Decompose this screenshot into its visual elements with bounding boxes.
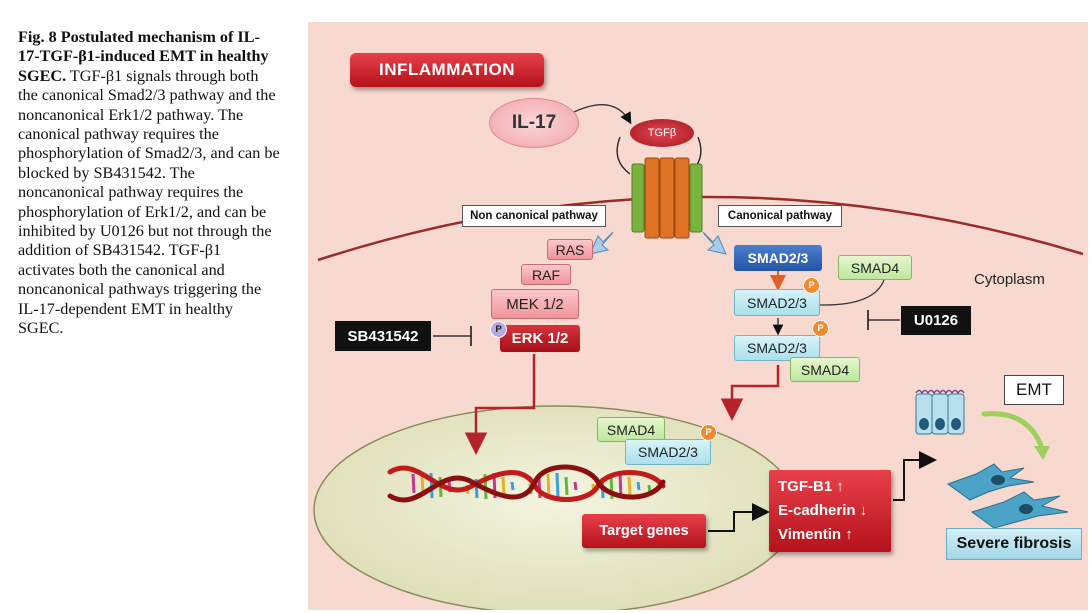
arrow-to-canonical — [702, 231, 727, 255]
smad23-nucleus-phospho-marker: P — [700, 424, 717, 441]
raf-box: RAF — [521, 264, 571, 285]
il17-ligand: IL-17 — [489, 98, 579, 148]
receptor-green-right — [689, 163, 703, 233]
ligand-arc-left — [616, 136, 631, 175]
smad-to-nucleus-arrow — [720, 365, 780, 421]
erk-to-dna-arrow — [464, 354, 536, 455]
mek-box: MEK 1/2 — [491, 289, 579, 319]
smad4-box: SMAD4 — [838, 255, 912, 280]
ras-box: RAS — [547, 239, 593, 260]
target-to-outcome-arrow — [708, 503, 770, 532]
target-genes-box: Target genes — [582, 514, 706, 548]
u0126-inhibitor: U0126 — [901, 306, 971, 335]
erk-box: ERK 1/2 — [500, 325, 580, 352]
smad23-nucleus-box: SMAD2/3 — [625, 439, 711, 465]
receptor-orange-1 — [644, 157, 660, 239]
canonical-pathway-label: Canonical pathway — [718, 205, 842, 227]
smad23-box: SMAD2/3 — [734, 245, 822, 271]
dna-helix — [387, 464, 666, 503]
receptor-green-left — [631, 163, 645, 233]
smad4-complex-box: SMAD4 — [790, 357, 860, 382]
caption-text: TGF-β1 signals through both the canonica… — [18, 66, 280, 338]
diagram-panel: INFLAMMATION IL-17 TGFβ Non canonical pa… — [308, 22, 1088, 610]
outcome-box: TGF-B1 ↑ E-cadherin ↓ Vimentin ↑ — [769, 470, 891, 552]
smad23-phospho-marker: P — [803, 277, 820, 294]
outcome-vimentin: Vimentin ↑ — [778, 526, 853, 543]
il17-arrow — [569, 104, 632, 125]
epithelial-cells-icon — [915, 389, 965, 435]
erk-phospho-marker: P — [490, 321, 507, 338]
outcome-ecadherin: E-cadherin ↓ — [778, 502, 868, 519]
smad4-join-line — [819, 279, 885, 306]
figure-caption: Fig. 8 Postulated mechanism of IL-17-TGF… — [18, 28, 280, 339]
inflammation-label: INFLAMMATION — [350, 53, 544, 87]
emt-transition-arrow — [981, 411, 1045, 451]
severe-fibrosis-label: Severe fibrosis — [946, 528, 1082, 560]
receptor-orange-3 — [674, 157, 690, 239]
tgfb-ligand: TGFβ — [630, 119, 694, 147]
smad23-phospho-box: SMAD2/3 — [734, 289, 820, 316]
smad23-complex-box: SMAD2/3 — [734, 335, 820, 361]
outcome-to-emt-arrow — [893, 451, 937, 501]
emt-label: EMT — [1004, 375, 1064, 405]
noncanonical-pathway-label: Non canonical pathway — [462, 205, 606, 227]
emt-transition-arrowhead — [1034, 446, 1050, 460]
arrow-to-noncanonical — [589, 231, 614, 255]
receptor-orange-2 — [659, 157, 675, 239]
sb431542-inhibitor: SB431542 — [335, 321, 431, 351]
caption-label: Fig. 8 Postulated mechanism of IL-17-TGF… — [18, 28, 269, 85]
smad23-complex-phospho-marker: P — [812, 320, 829, 337]
cytoplasm-label: Cytoplasm — [974, 271, 1045, 288]
outcome-tgfb1: TGF-B1 ↑ — [778, 478, 844, 495]
fibroblast-cells-icon — [946, 463, 1069, 529]
nucleus — [313, 405, 799, 610]
smad4-nucleus-box: SMAD4 — [597, 417, 665, 442]
